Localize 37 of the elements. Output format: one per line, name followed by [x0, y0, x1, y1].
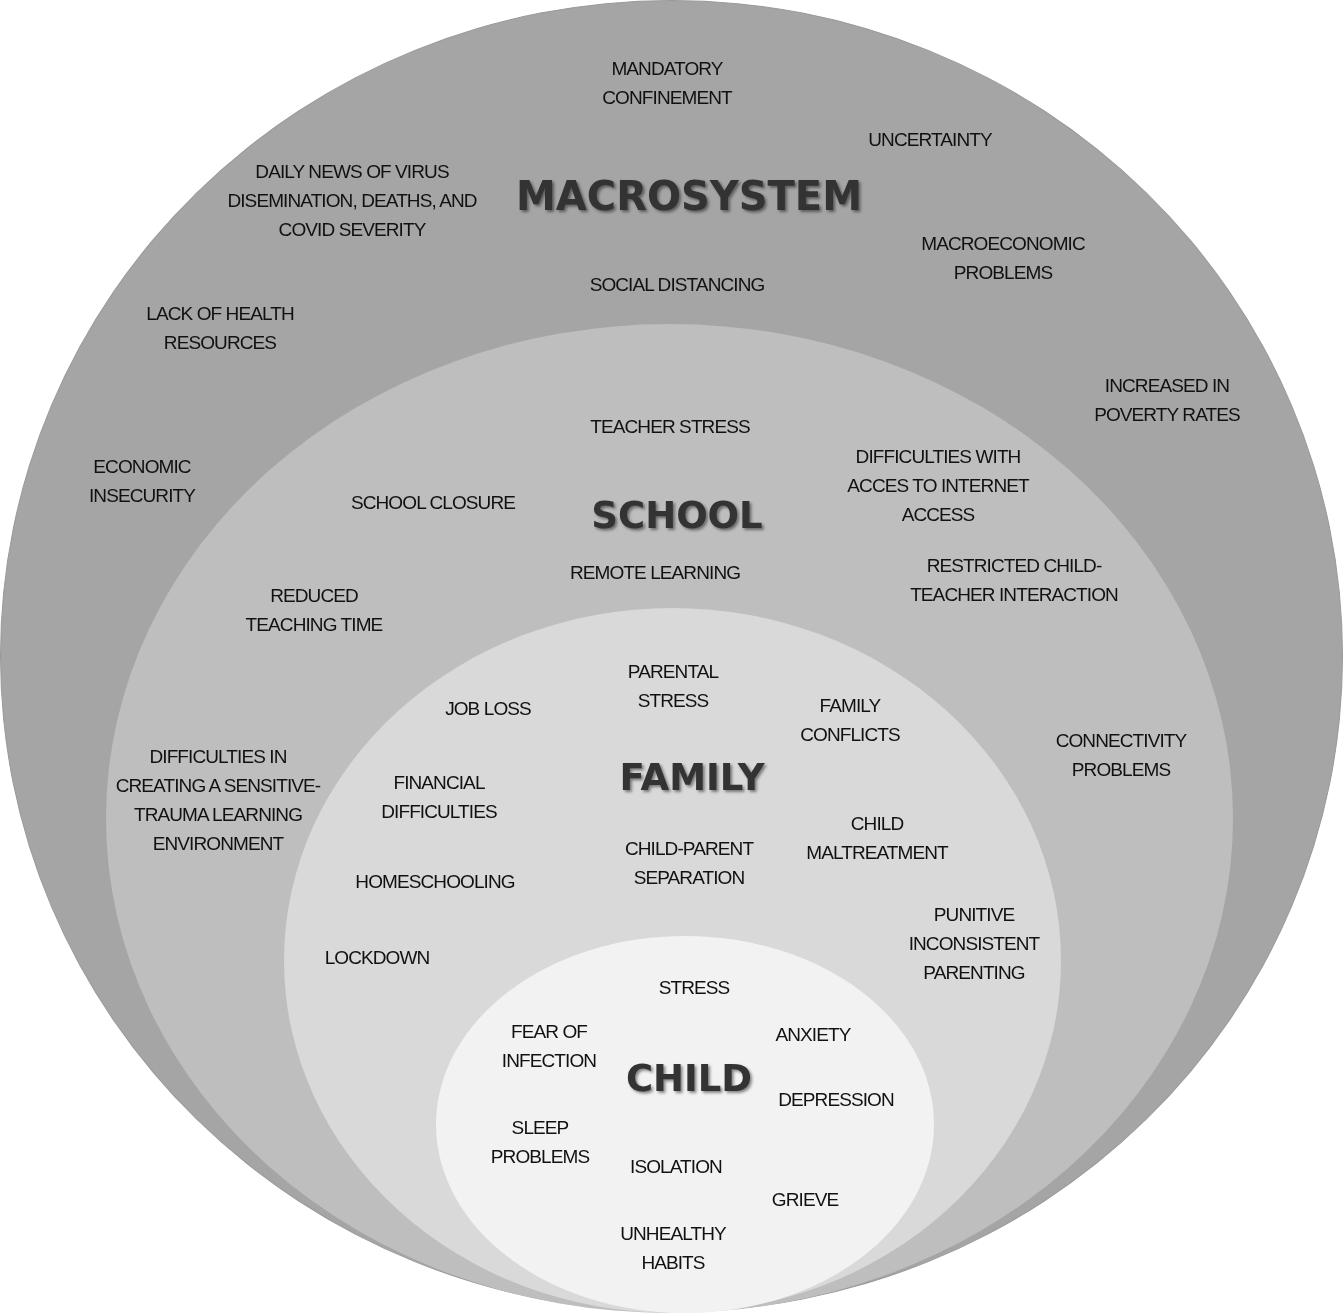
level-heading: FAMILY — [619, 755, 765, 799]
factor-label: TEACHER STRESS — [589, 414, 751, 439]
factor-label: HOMESCHOOLING — [354, 869, 516, 894]
factor-label: SCHOOL CLOSURE — [349, 490, 517, 515]
factor-label: REMOTE LEARNING — [568, 560, 742, 585]
factor-label: LACK OF HEALTH RESOURCES — [145, 302, 295, 355]
factor-label: JOB LOSS — [444, 696, 532, 721]
factor-label: INCREASED IN POVERTY RATES — [1093, 374, 1241, 427]
factor-label: GRIEVE — [770, 1187, 840, 1212]
level-heading: SCHOOL — [591, 493, 763, 537]
factor-label: SOCIAL DISTANCING — [588, 272, 766, 297]
factor-label: PUNITIVE INCONSISTENT PARENTING — [907, 902, 1041, 985]
factor-label: MANDATORY CONFINEMENT — [601, 57, 734, 110]
factor-label: DAILY NEWS OF VIRUS DISEMINATION, DEATHS, AND COVID SEVERITY — [226, 159, 478, 242]
factor-label: CHILD-PARENT SEPARATION — [623, 837, 755, 890]
factor-label: DEPRESSION — [777, 1087, 895, 1112]
level-heading: CHILD — [625, 1056, 753, 1100]
factor-label: FEAR OF INFECTION — [500, 1020, 598, 1073]
factor-label: RESTRICTED CHILD-TEACHER INTERACTION — [909, 554, 1119, 607]
factor-label: UNHEALTHY HABITS — [619, 1222, 727, 1275]
factor-label: DIFFICULTIES WITH ACCES TO INTERNET ACCESS — [846, 444, 1031, 527]
factor-label: ISOLATION — [629, 1154, 723, 1179]
factor-label: CONNECTIVITY PROBLEMS — [1054, 729, 1188, 782]
factor-label: REDUCED TEACHING TIME — [244, 584, 384, 637]
factor-label: DIFFICULTIES IN CREATING A SENSITIVE-TRAUMA LEARNING ENVIRONMENT — [114, 745, 322, 856]
factor-label: ANXIETY — [774, 1022, 852, 1047]
factor-label: PARENTAL STRESS — [626, 660, 720, 713]
factor-label: LOCKDOWN — [323, 945, 431, 970]
factor-label: UNCERTAINTY — [867, 127, 993, 152]
level-heading: MACROSYSTEM — [516, 173, 862, 219]
factor-label: FAMILY CONFLICTS — [799, 694, 901, 747]
factor-label: SLEEP PROBLEMS — [489, 1116, 591, 1169]
factor-label: ECONOMIC INSECURITY — [87, 455, 197, 508]
factor-label: CHILD MALTREATMENT — [805, 812, 950, 865]
factor-label: FINANCIAL DIFFICULTIES — [380, 771, 498, 824]
factor-label: MACROECONOMIC PROBLEMS — [920, 232, 1086, 285]
factor-label: STRESS — [657, 975, 731, 1000]
